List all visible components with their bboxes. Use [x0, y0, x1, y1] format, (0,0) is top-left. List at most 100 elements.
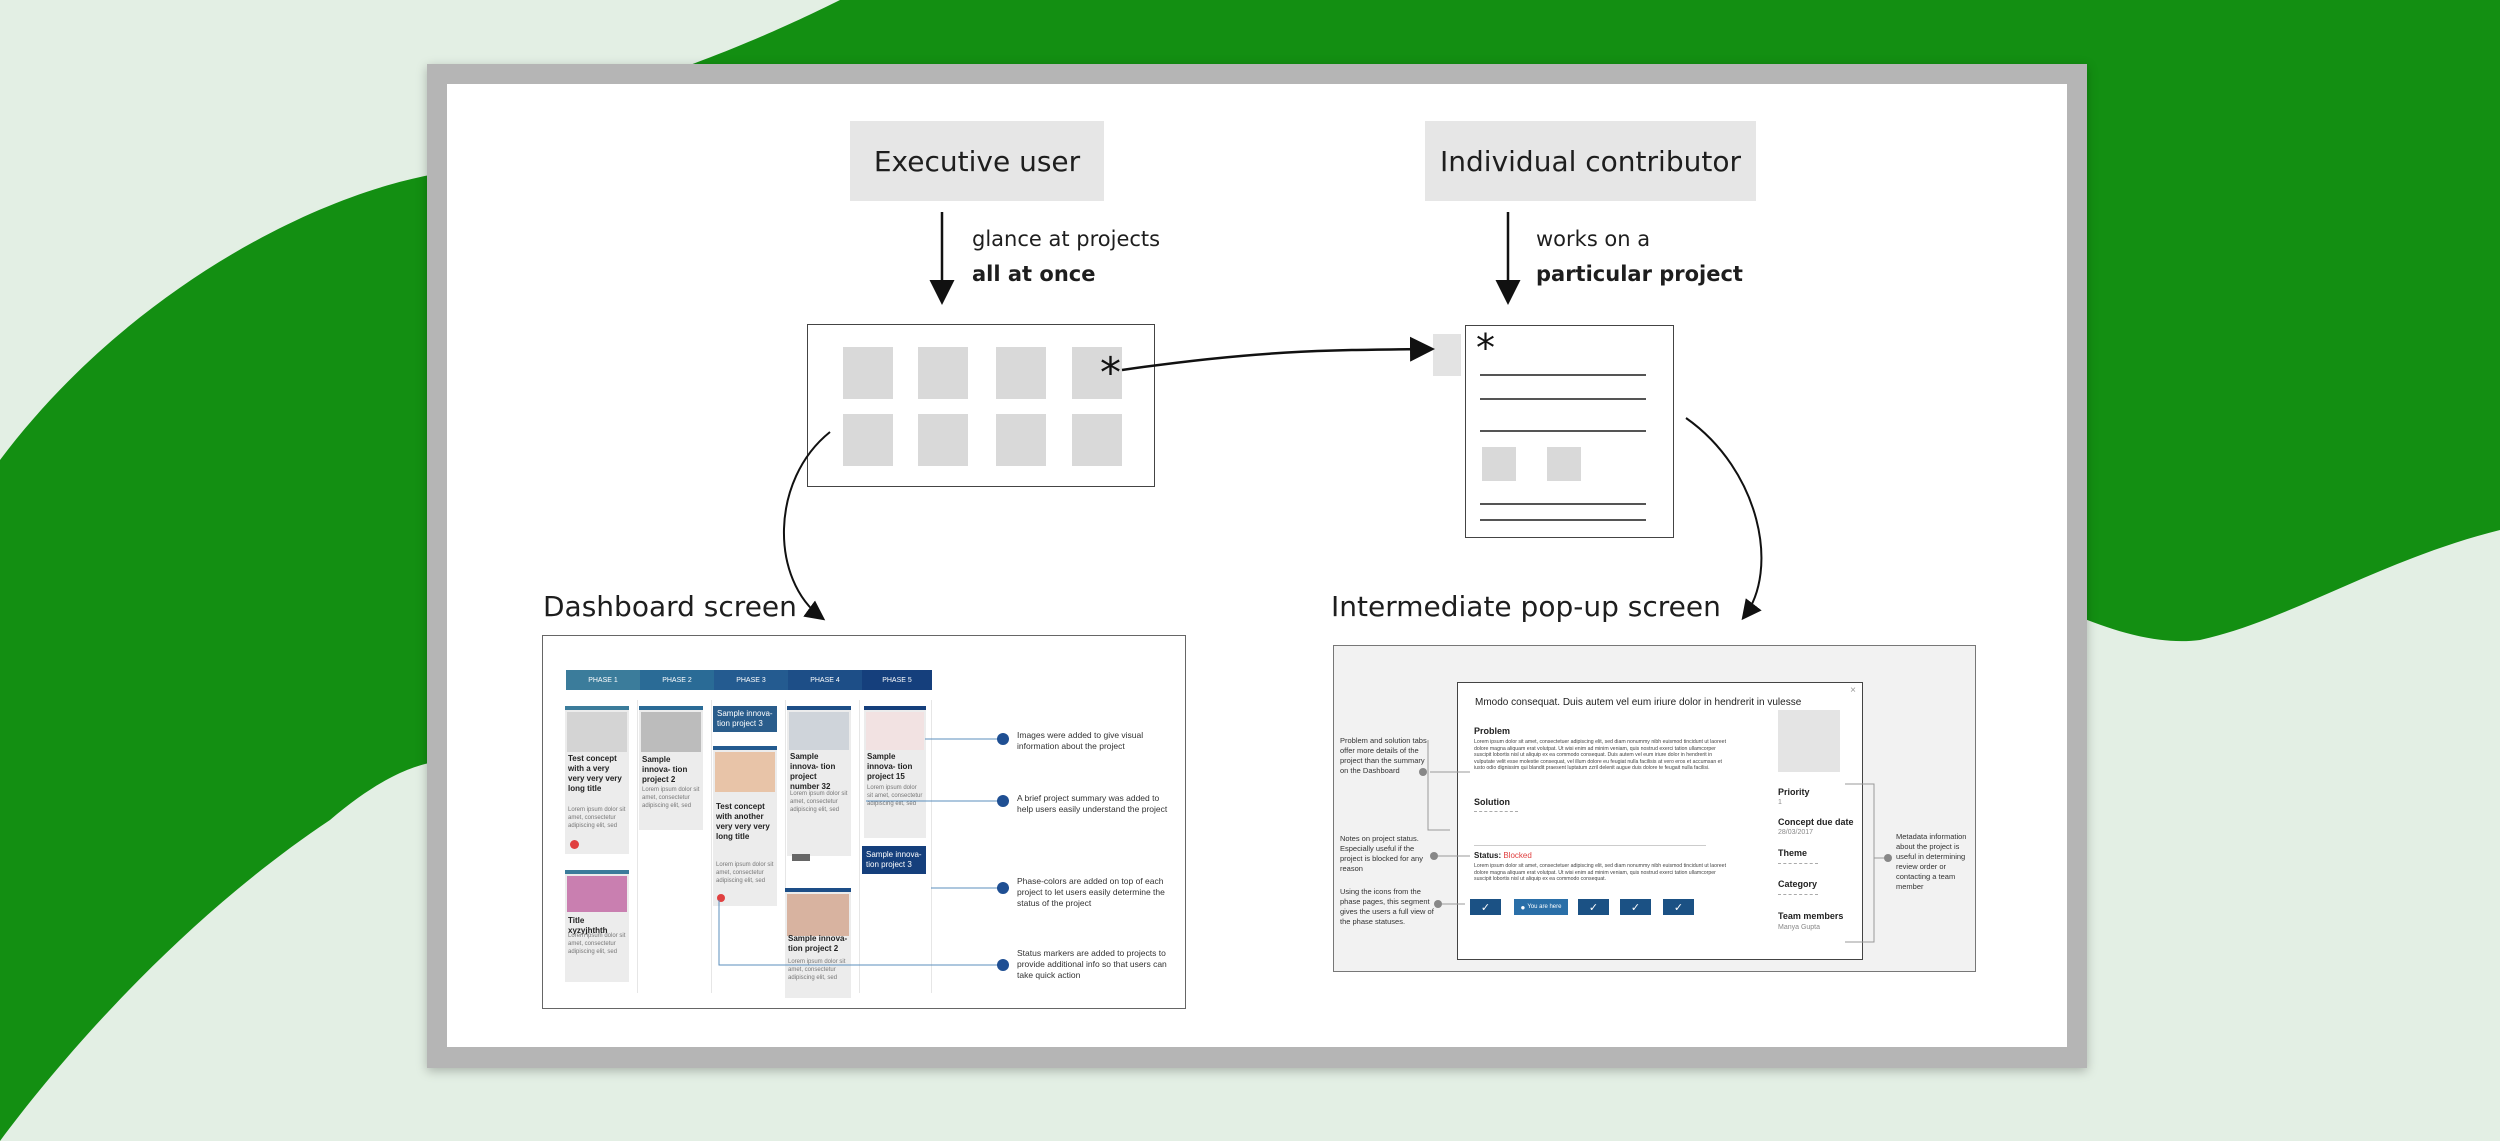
- status-row: Status: Blocked: [1474, 851, 1532, 860]
- executive-note-line2: all at once: [972, 262, 1096, 286]
- close-icon[interactable]: ×: [1850, 685, 1856, 696]
- annotation-summary: A brief project summary was added to hel…: [1017, 793, 1168, 814]
- project-card[interactable]: Sample innova- tion project number 32 Lo…: [787, 706, 851, 861]
- card-title: Test concept with another very very very…: [716, 802, 770, 841]
- executive-note: glance at projects all at once: [972, 222, 1160, 292]
- column-divider: [931, 700, 932, 993]
- phase-current-chip[interactable]: ●You are here: [1514, 899, 1568, 915]
- tab-problem[interactable]: Problem: [1474, 726, 1511, 736]
- asterisk-icon: *: [1476, 326, 1495, 370]
- project-image: [866, 712, 924, 750]
- project-image: [787, 894, 849, 936]
- phase-color-bar: [639, 706, 703, 710]
- contributor-note: works on a particular project: [1536, 222, 1743, 292]
- annotation-dot: [1419, 768, 1427, 776]
- card-summary: Lorem ipsum dolor sit amet, consectetur …: [568, 933, 626, 955]
- text-line: [1480, 398, 1646, 400]
- phase-color-bar: [787, 706, 851, 710]
- phase-header-5[interactable]: PHASE 5: [862, 670, 932, 690]
- phase-check-icon[interactable]: ✓: [1470, 899, 1501, 915]
- project-image: [1778, 710, 1840, 772]
- project-sketch: *: [1465, 325, 1674, 538]
- popup-title: Mmodo consequat. Duis autem vel eum iriu…: [1475, 697, 1802, 708]
- phase-color-bar: [565, 706, 629, 710]
- individual-contributor-label: Individual contributor: [1425, 121, 1756, 201]
- project-image: [641, 712, 701, 752]
- sketch-tile: [843, 347, 893, 399]
- sketch-thumb: [1482, 447, 1516, 481]
- card-summary: Lorem ipsum dolor sit amet, consectetur …: [568, 807, 626, 829]
- column-divider: [859, 700, 860, 993]
- collapsed-project-card[interactable]: Sample innova- tion project 3: [862, 846, 926, 874]
- status-text: Lorem ipsum dolor sit amet, consectetuer…: [1474, 863, 1727, 882]
- executive-user-label: Executive user: [850, 121, 1104, 201]
- asterisk-icon: *: [1100, 348, 1121, 397]
- to-dashboard-arrow: [783, 431, 831, 621]
- tab-solution[interactable]: Solution: [1474, 797, 1510, 807]
- project-card[interactable]: Title xyzyjhthth Lorem ipsum dolor sit a…: [565, 870, 629, 982]
- annotation-images: Images were added to give visual informa…: [1017, 730, 1144, 751]
- project-card[interactable]: Test concept with another very very very…: [713, 746, 777, 906]
- annotation-dot: [1434, 900, 1442, 908]
- contributor-note-line2: particular project: [1536, 262, 1743, 286]
- status-marker-icon[interactable]: [717, 894, 725, 902]
- annotation-dot: [1884, 854, 1892, 862]
- phase-header-3[interactable]: PHASE 3: [714, 670, 788, 690]
- dashboard-sketch: *: [807, 324, 1155, 487]
- collapsed-project-card[interactable]: Sample innova- tion project 3: [713, 706, 777, 732]
- card-summary: Lorem ipsum dolor sit amet, consectetur …: [788, 959, 846, 981]
- sketch-tile: [996, 347, 1046, 399]
- sketch-thumb: [1547, 447, 1581, 481]
- problem-text: Lorem ipsum dolor sit amet, consectetuer…: [1474, 739, 1727, 771]
- sketch-tile: [918, 414, 968, 466]
- note-phase-icons: Using the icons from the phase pages, th…: [1340, 887, 1434, 926]
- doc-sketch-tab: [1433, 334, 1461, 376]
- phase-header-4[interactable]: PHASE 4: [788, 670, 862, 690]
- card-summary: Lorem ipsum dolor sit amet, consectetur …: [867, 785, 923, 807]
- phase-color-bar: [713, 746, 777, 750]
- phase-color-bar: [565, 870, 629, 874]
- project-card[interactable]: Sample innova- tion project 15 Lorem ips…: [864, 706, 926, 838]
- field-label-theme: Theme: [1778, 848, 1808, 858]
- project-card[interactable]: Test concept with a very very very very …: [565, 706, 629, 854]
- executive-note-line1: glance at projects: [972, 227, 1161, 251]
- dashboard-heading: Dashboard screen: [543, 590, 797, 623]
- field-label-team-members: Team members: [1778, 911, 1844, 921]
- text-line: [1480, 430, 1646, 432]
- card-title: Test concept with a very very very very …: [568, 754, 622, 793]
- phase-header-1[interactable]: PHASE 1: [566, 670, 640, 690]
- phase-check-icon[interactable]: ✓: [1620, 899, 1651, 915]
- star-to-project-arrow: [1121, 336, 1435, 372]
- annotation-status-markers: Status markers are added to projects to …: [1017, 948, 1167, 980]
- location-pin-icon: ●: [1520, 902, 1526, 912]
- popup-heading: Intermediate pop-up screen: [1331, 590, 1721, 623]
- sketch-tile: [1072, 414, 1122, 466]
- status-marker-icon[interactable]: [570, 840, 579, 849]
- project-card[interactable]: Sample innova- tion project 2 Lorem ipsu…: [785, 888, 851, 998]
- card-summary: Lorem ipsum dolor sit amet, consectetur …: [790, 791, 848, 813]
- placeholder-line: [1474, 811, 1518, 812]
- annotation-dot: [997, 733, 1009, 745]
- phase-check-icon[interactable]: ✓: [1663, 899, 1694, 915]
- leader-line: [718, 900, 1003, 966]
- card-summary: Lorem ipsum dolor sit amet, consectetur …: [716, 862, 774, 884]
- phase-check-icon[interactable]: ✓: [1578, 899, 1609, 915]
- project-card[interactable]: Sample innova- tion project 2 Lorem ipsu…: [639, 706, 703, 830]
- column-divider: [785, 700, 786, 993]
- project-image: [715, 752, 775, 792]
- sketch-tile-starred: [1072, 347, 1122, 399]
- field-label-due-date: Concept due date: [1778, 817, 1854, 827]
- field-value-team-members: Manya Gupta: [1778, 924, 1821, 931]
- placeholder-line: [1778, 894, 1818, 895]
- status-tag: [792, 854, 810, 861]
- phase-color-bar: [864, 706, 926, 710]
- card-summary: Lorem ipsum dolor sit amet, consectetur …: [642, 787, 700, 809]
- column-divider: [637, 700, 638, 993]
- phase-header-2[interactable]: PHASE 2: [640, 670, 714, 690]
- note-project-status: Notes on project status. Especially usef…: [1340, 834, 1423, 873]
- annotation-dot: [997, 882, 1009, 894]
- sketch-tile: [996, 414, 1046, 466]
- field-label-priority: Priority: [1778, 787, 1810, 797]
